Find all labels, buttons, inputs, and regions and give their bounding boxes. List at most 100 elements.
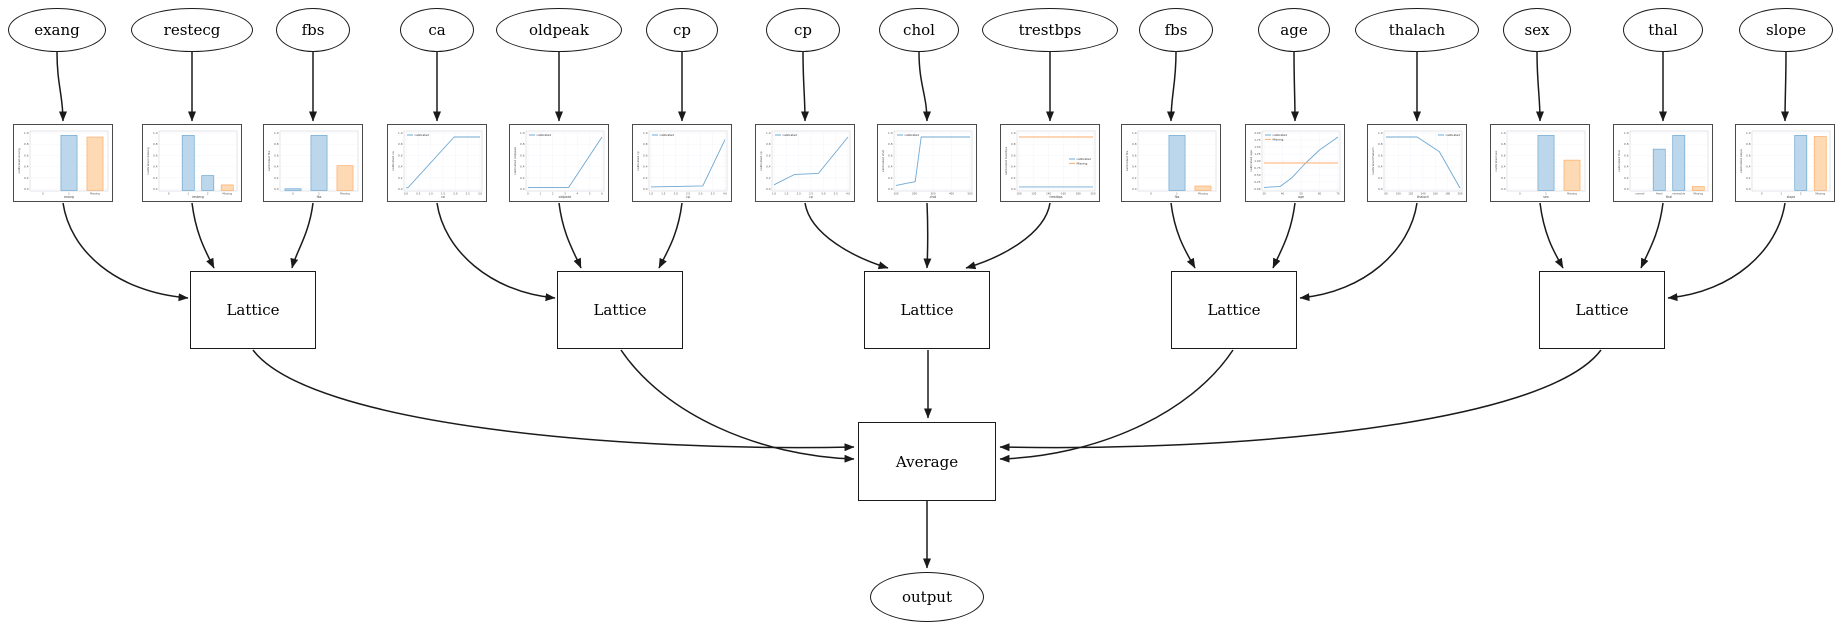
edge-cp_cal-to-lattice_2 <box>658 202 683 269</box>
feature-node-thal: thal <box>1623 8 1703 52</box>
svg-text:0.75: 0.75 <box>1254 166 1260 170</box>
svg-text:300: 300 <box>931 191 936 195</box>
svg-text:80: 80 <box>1384 191 1388 195</box>
svg-text:0: 0 <box>1150 191 1152 195</box>
feature-node-restecg: restecg <box>131 8 253 52</box>
svg-text:calibrated: calibrated <box>1077 157 1092 161</box>
svg-text:0.6: 0.6 <box>274 153 279 157</box>
svg-text:0.8: 0.8 <box>24 142 29 146</box>
svg-text:0.6: 0.6 <box>766 153 771 157</box>
svg-text:0.6: 0.6 <box>1132 153 1137 157</box>
svg-text:0.0: 0.0 <box>1378 187 1383 191</box>
edge-age_cal-to-lattice_4 <box>1272 202 1296 269</box>
svg-text:3.5: 3.5 <box>834 191 838 195</box>
svg-text:1.0: 1.0 <box>649 191 653 195</box>
svg-text:1.0: 1.0 <box>24 131 29 135</box>
svg-text:0: 0 <box>168 191 170 195</box>
svg-text:1.5: 1.5 <box>441 191 445 195</box>
svg-text:1.5: 1.5 <box>784 191 788 195</box>
svg-text:0.6: 0.6 <box>24 153 29 157</box>
svg-text:0.2: 0.2 <box>1378 176 1383 180</box>
svg-text:1.0: 1.0 <box>772 191 776 195</box>
svg-text:0.0: 0.0 <box>1132 187 1137 191</box>
svg-text:1: 1 <box>318 191 320 195</box>
svg-text:0.4: 0.4 <box>520 165 525 169</box>
svg-text:sex: sex <box>1543 195 1549 199</box>
svg-text:0.2: 0.2 <box>1132 176 1137 180</box>
svg-text:0.2: 0.2 <box>520 176 525 180</box>
svg-text:1.0: 1.0 <box>888 131 893 135</box>
lattice-node-lattice_2: Lattice <box>557 271 683 349</box>
svg-text:0.4: 0.4 <box>643 165 648 169</box>
svg-text:0: 0 <box>42 191 44 195</box>
svg-text:calibrated: calibrated <box>905 133 920 137</box>
svg-text:0.25: 0.25 <box>1254 180 1260 184</box>
svg-text:4: 4 <box>577 191 579 195</box>
feature-node-oldpeak: oldpeak <box>496 8 622 52</box>
svg-text:120: 120 <box>1408 191 1413 195</box>
average-label: Average <box>895 452 959 471</box>
svg-text:140: 140 <box>1046 191 1051 195</box>
svg-text:0.4: 0.4 <box>766 165 771 169</box>
lattice-node-lattice_3: Lattice <box>864 271 990 349</box>
svg-text:40: 40 <box>1281 191 1285 195</box>
svg-text:0.0: 0.0 <box>398 187 403 191</box>
svg-text:0.6: 0.6 <box>643 153 648 157</box>
svg-text:Missing: Missing <box>1273 138 1284 142</box>
svg-text:120: 120 <box>1031 191 1036 195</box>
svg-text:calibrated exang: calibrated exang <box>17 148 21 173</box>
svg-text:0.4: 0.4 <box>274 165 279 169</box>
svg-text:0.6: 0.6 <box>1746 153 1751 157</box>
svg-text:0.0: 0.0 <box>643 187 648 191</box>
svg-text:calibrated fbs: calibrated fbs <box>1125 150 1129 171</box>
svg-text:2.5: 2.5 <box>809 191 813 195</box>
svg-text:0.2: 0.2 <box>1011 176 1016 180</box>
svg-text:2.0: 2.0 <box>797 191 801 195</box>
feature-label: slope <box>1765 21 1806 39</box>
feature-label: restecg <box>163 21 221 39</box>
svg-text:0.4: 0.4 <box>1011 165 1016 169</box>
edge-thalach_cal-to-lattice_4 <box>1299 202 1418 302</box>
svg-text:1: 1 <box>187 191 189 195</box>
svg-text:100: 100 <box>1396 191 1401 195</box>
svg-text:1.0: 1.0 <box>1746 131 1751 135</box>
svg-text:calibrated chol: calibrated chol <box>881 150 885 172</box>
edge-cp2_cal-to-lattice_3 <box>804 202 889 270</box>
edge-fbs_cal-to-lattice_1 <box>290 202 314 269</box>
svg-text:0.50: 0.50 <box>1254 173 1260 177</box>
svg-text:1.0: 1.0 <box>643 131 648 135</box>
svg-text:1.0: 1.0 <box>1132 131 1137 135</box>
svg-text:2.0: 2.0 <box>674 191 678 195</box>
svg-text:0.00: 0.00 <box>1254 187 1260 191</box>
output-label: output <box>901 588 952 606</box>
svg-text:0.8: 0.8 <box>520 142 525 146</box>
svg-text:5: 5 <box>589 191 591 195</box>
svg-text:2.5: 2.5 <box>466 191 470 195</box>
svg-text:0.4: 0.4 <box>888 165 893 169</box>
feature-label: trestbps <box>1018 21 1082 39</box>
svg-text:200: 200 <box>912 191 917 195</box>
svg-text:0.8: 0.8 <box>274 142 279 146</box>
svg-text:0.8: 0.8 <box>1011 142 1016 146</box>
svg-text:0.4: 0.4 <box>1746 165 1751 169</box>
svg-text:0.2: 0.2 <box>643 176 648 180</box>
svg-text:4.0: 4.0 <box>846 191 850 195</box>
svg-text:0.4: 0.4 <box>1624 165 1629 169</box>
svg-text:70: 70 <box>1336 191 1340 195</box>
svg-text:Missing: Missing <box>1077 162 1088 166</box>
svg-text:500: 500 <box>968 191 973 195</box>
svg-text:0.8: 0.8 <box>1746 142 1751 146</box>
svg-text:0.0: 0.0 <box>520 187 525 191</box>
svg-text:0.6: 0.6 <box>888 153 893 157</box>
svg-text:0.2: 0.2 <box>888 176 893 180</box>
